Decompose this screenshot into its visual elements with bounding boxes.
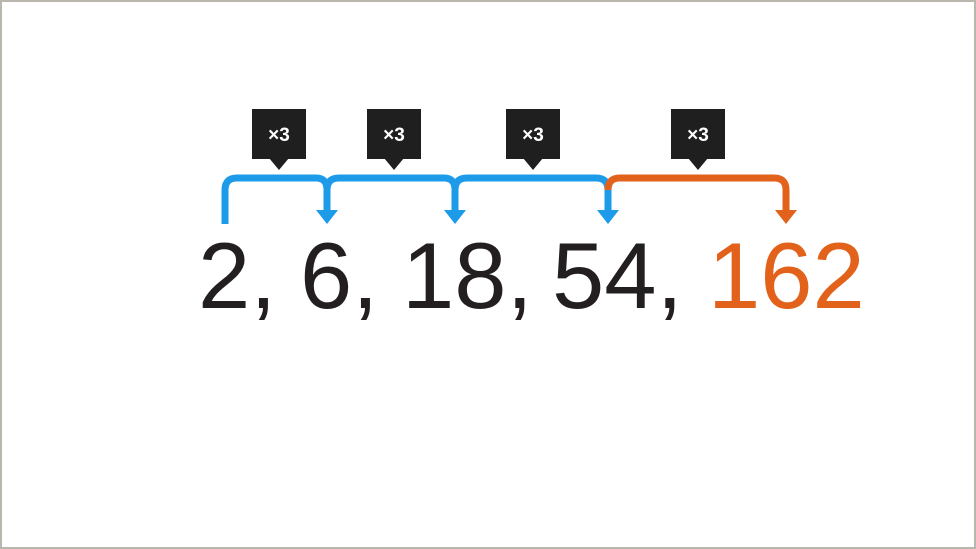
term-1: 2 [198,223,250,328]
arrowhead-3 [597,210,619,224]
badge-label-4: ×3 [687,125,709,146]
arrowhead-1 [316,210,338,224]
multiply-arrow-3 [451,174,612,212]
sequence-line: 2, 6, 18, 54, 162 [198,223,865,328]
separator-2: , [352,223,378,328]
badge-label-3: ×3 [522,125,544,146]
multiply-arrow-2 [323,174,459,212]
arrowhead-4 [775,210,797,224]
term-2: 6 [300,223,352,328]
arrowhead-2 [444,210,466,224]
separator-1: , [250,223,276,328]
multiply-arrow-1 [221,174,331,224]
badge-label-1: ×3 [268,125,290,146]
separator-3: , [507,223,533,328]
badge-3: ×3 [506,109,560,170]
arrows-group [221,174,797,224]
term-5-next: 162 [708,223,865,328]
badge-label-2: ×3 [383,125,405,146]
term-4: 54 [552,223,657,328]
term-3: 18 [402,223,507,328]
multiply-arrow-4 [604,174,790,212]
badge-1: ×3 [252,109,306,170]
badge-4: ×3 [671,109,725,170]
separator-4: , [657,223,683,328]
badge-2: ×3 [367,109,421,170]
